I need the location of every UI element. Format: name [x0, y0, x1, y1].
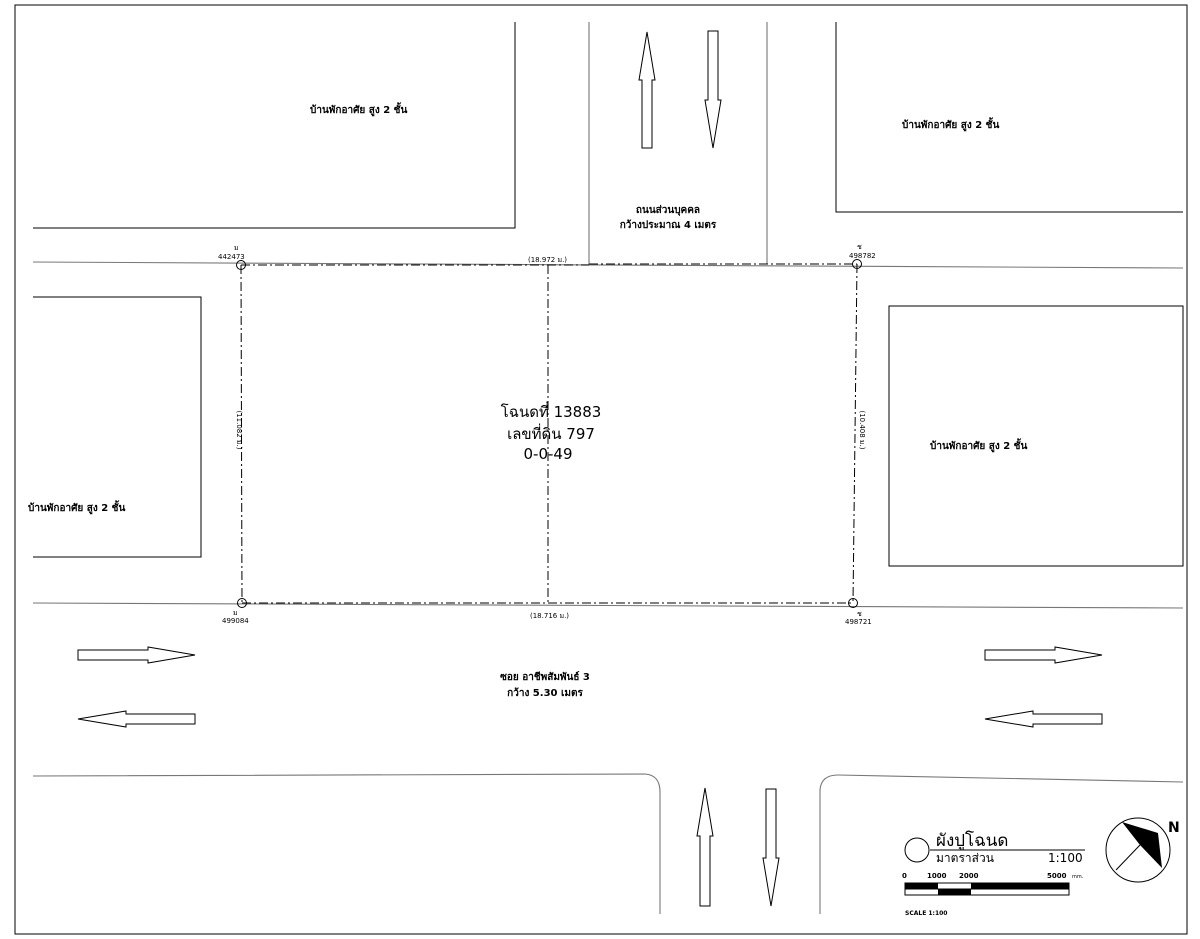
marker-br-letter: ช	[857, 610, 862, 618]
building-mid-right	[888, 305, 1184, 567]
arrow-left-icon	[77, 710, 196, 728]
legend-title: ผังปูโฉนด	[936, 830, 1008, 851]
house-label-mid-left: บ้านพักอาศัย สูง 2 ชั้น	[28, 500, 125, 515]
dimension-right: (10.408 ม.)	[858, 410, 866, 449]
drawing-frame	[14, 4, 1188, 935]
scale-tick-5000: 5000	[1047, 872, 1067, 880]
scale-bar	[904, 882, 1070, 896]
scale-caption: SCALE 1:100	[905, 910, 947, 917]
soi-name: ซอย อาชีพสัมพันธ์ 3	[500, 671, 590, 683]
marker-tr	[852, 259, 862, 269]
parcel-lot-number: เลขที่ดิน 797	[507, 423, 595, 443]
private-road-name: ถนนส่วนบุคคล	[636, 204, 700, 216]
building-top-right	[835, 22, 1183, 213]
dimension-top: (18.972 ม.)	[528, 256, 567, 264]
top-road-line	[32, 261, 1184, 269]
arrow-up-icon	[696, 787, 714, 907]
north-arrow-icon: N	[1105, 817, 1180, 883]
legend-scale-label: มาตราส่วน	[936, 851, 994, 865]
dimension-left: (11.082 ม.)	[235, 410, 243, 449]
arrow-up-icon	[638, 31, 656, 149]
legend-scale-value: 1:100	[1048, 851, 1083, 865]
arrow-right-icon	[984, 646, 1103, 664]
house-label-top-right: บ้านพักอาศัย สูง 2 ชั้น	[902, 117, 999, 132]
marker-tl-number: 442473	[218, 253, 245, 261]
scale-tick-1000: 1000	[927, 872, 947, 880]
parcel-area: 0-0-49	[524, 445, 573, 463]
soi-width: กว้าง 5.30 เมตร	[507, 687, 583, 699]
legend-circle-icon	[904, 837, 930, 863]
marker-tr-letter: ช	[857, 243, 862, 251]
legend: ผังปูโฉนด มาตราส่วน 1:100 0 1000 2000 50…	[902, 830, 1085, 917]
parcel-deed-number: โฉนดที่ 13883	[501, 401, 602, 421]
scale-tick-2000: 2000	[959, 872, 979, 880]
building-top-left	[33, 22, 516, 229]
marker-tl	[236, 260, 246, 270]
soi-road-line-top	[32, 602, 1184, 609]
marker-bl	[237, 598, 247, 608]
dimension-bottom: (18.716 ม.)	[530, 612, 569, 620]
private-road-width: กว้างประมาณ 4 เมตร	[620, 219, 717, 231]
parcel-boundary-left	[240, 264, 243, 604]
house-label-mid-right: บ้านพักอาศัย สูง 2 ชั้น	[930, 438, 1027, 453]
arrow-right-icon	[77, 646, 196, 664]
arrow-down-icon	[704, 30, 722, 149]
marker-tl-letter: ม	[234, 244, 239, 252]
building-mid-left	[33, 296, 202, 558]
marker-br	[848, 598, 858, 608]
marker-tr-number: 498782	[849, 252, 876, 260]
arrow-down-icon	[762, 788, 780, 907]
scale-unit: mm.	[1072, 874, 1084, 880]
marker-bl-letter: ม	[233, 609, 238, 617]
marker-bl-number: 499084	[222, 617, 249, 625]
soi-road-line-bottom-left	[32, 773, 661, 914]
parcel-boundary-right	[852, 263, 858, 604]
marker-br-number: 498721	[845, 618, 872, 626]
house-label-top-left: บ้านพักอาศัย สูง 2 ชั้น	[310, 102, 407, 117]
north-label: N	[1168, 820, 1180, 836]
soi-road-line-bottom-right	[819, 774, 1184, 914]
arrow-left-icon	[984, 710, 1103, 728]
scale-tick-0: 0	[902, 872, 907, 880]
